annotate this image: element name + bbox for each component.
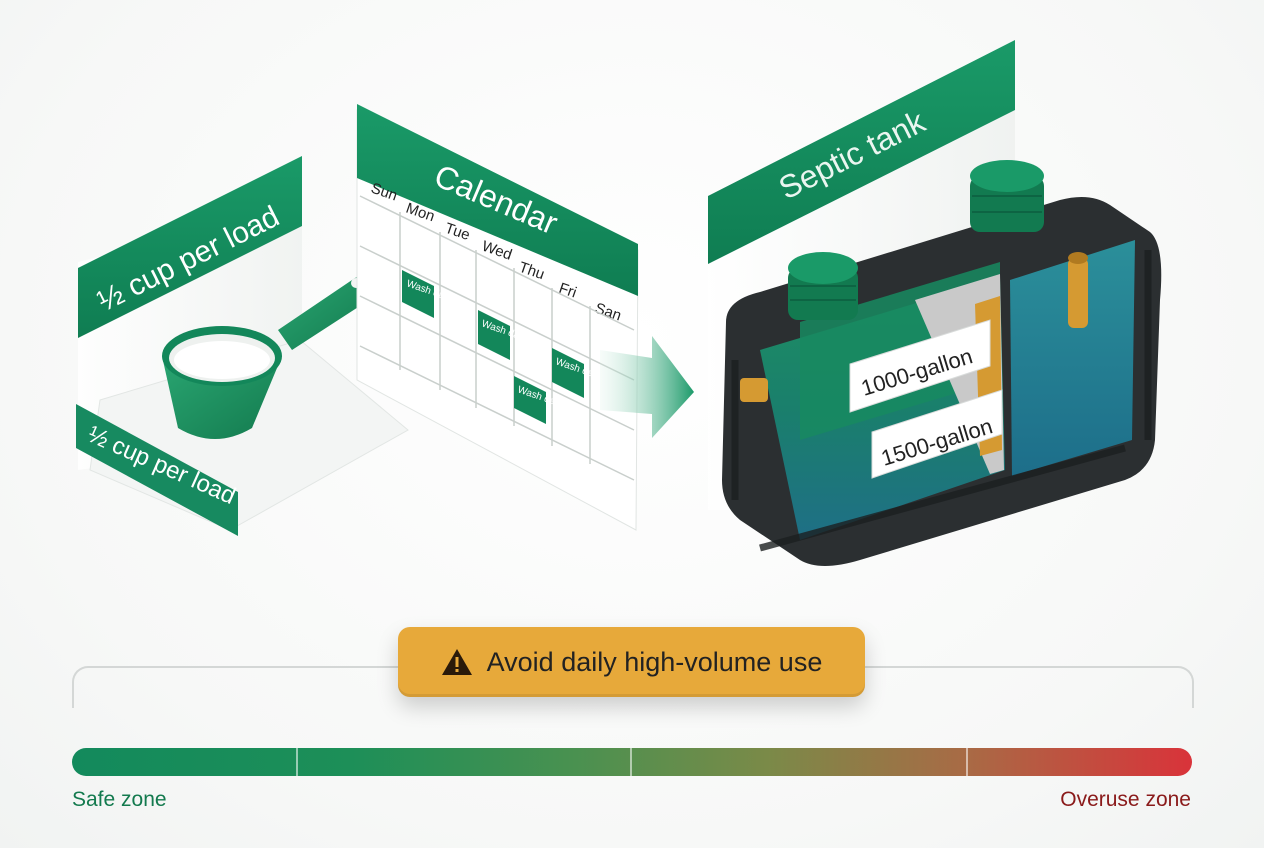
tank-header <box>708 40 1015 264</box>
tank-panel: Septic tank <box>708 40 1162 566</box>
wash-day-wed: Wash day <box>478 310 525 360</box>
day-fri: Fri <box>557 280 579 302</box>
measure-panel: ½ cup per load ½ cup per load <box>76 156 409 536</box>
usage-scale-bar <box>72 748 1192 776</box>
scale-divider <box>630 748 632 776</box>
calendar-grid <box>359 195 635 481</box>
measuring-cup-icon <box>162 276 373 439</box>
scale-divider <box>966 748 968 776</box>
warning-triangle-icon <box>441 649 472 675</box>
scale-divider <box>296 748 298 776</box>
warning-text: Avoid daily high-volume use <box>486 646 823 677</box>
measure-tag <box>76 404 238 536</box>
measure-header <box>78 156 302 338</box>
wash-day-fri: Wash day <box>552 348 599 398</box>
calendar-header <box>357 104 638 296</box>
warning-banner: Avoid daily high-volume use <box>398 627 865 697</box>
flow-arrow-icon <box>600 336 694 438</box>
calendar-panel: Calendar Sun Mon Tue Wed Thu Fri San Was… <box>356 104 639 531</box>
safe-zone-label: Safe zone <box>72 788 167 811</box>
overuse-zone-label: Overuse zone <box>1060 788 1191 811</box>
wash-day-thu: Wash day <box>514 376 561 424</box>
